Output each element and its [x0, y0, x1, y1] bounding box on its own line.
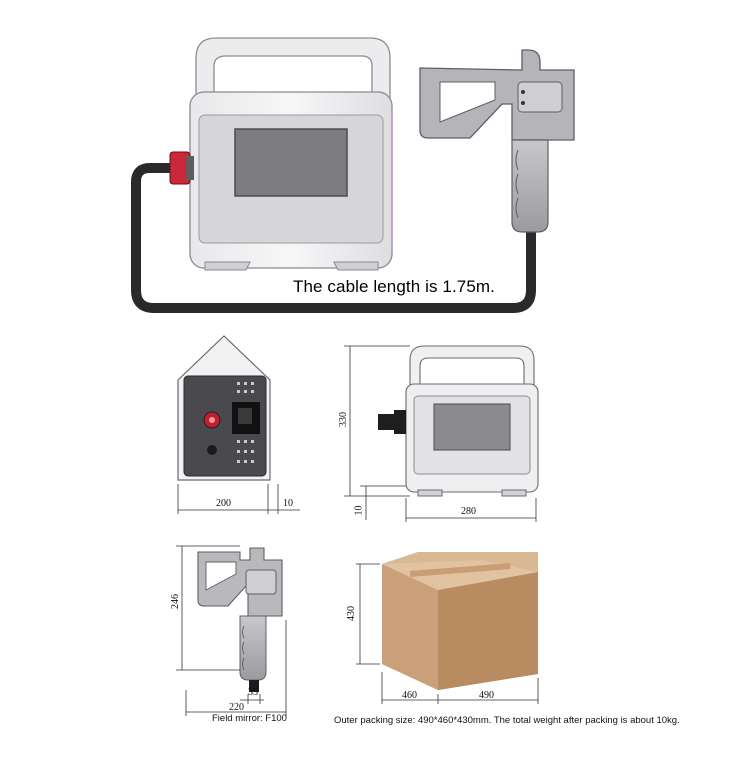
box-height-label: 430	[346, 606, 357, 621]
field-mirror-label: Field mirror: F100	[212, 713, 287, 724]
main-unit-illustration	[189, 37, 393, 271]
front-view-dimension-lines	[344, 345, 537, 522]
front-view-illustration	[378, 345, 539, 497]
packing-box-illustration	[382, 552, 538, 690]
gun-width-label: 220	[229, 702, 244, 713]
laser-gun-illustration	[419, 49, 575, 233]
packing-note: Outer packing size: 490*460*430mm. The t…	[334, 715, 680, 726]
gun-view-illustration	[197, 547, 283, 692]
cable-length-caption: The cable length is 1.75m.	[293, 277, 495, 296]
cable-illustration	[131, 151, 536, 313]
side-offset-label: 10	[283, 498, 293, 509]
box-depth-label: 460	[402, 690, 417, 701]
side-view-illustration	[177, 335, 271, 481]
gun-height-label: 246	[170, 594, 181, 609]
front-width-label: 280	[461, 506, 476, 517]
packing-box-dimension-lines	[356, 563, 539, 704]
gun-view-dimension-lines	[176, 545, 287, 716]
side-width-label: 200	[216, 498, 231, 509]
side-view-dimension-lines	[177, 484, 300, 514]
front-height-label: 330	[338, 412, 349, 427]
box-width-label: 490	[479, 690, 494, 701]
front-base-label: 10	[353, 505, 365, 516]
gun-nozzle-label: 35	[248, 687, 258, 698]
